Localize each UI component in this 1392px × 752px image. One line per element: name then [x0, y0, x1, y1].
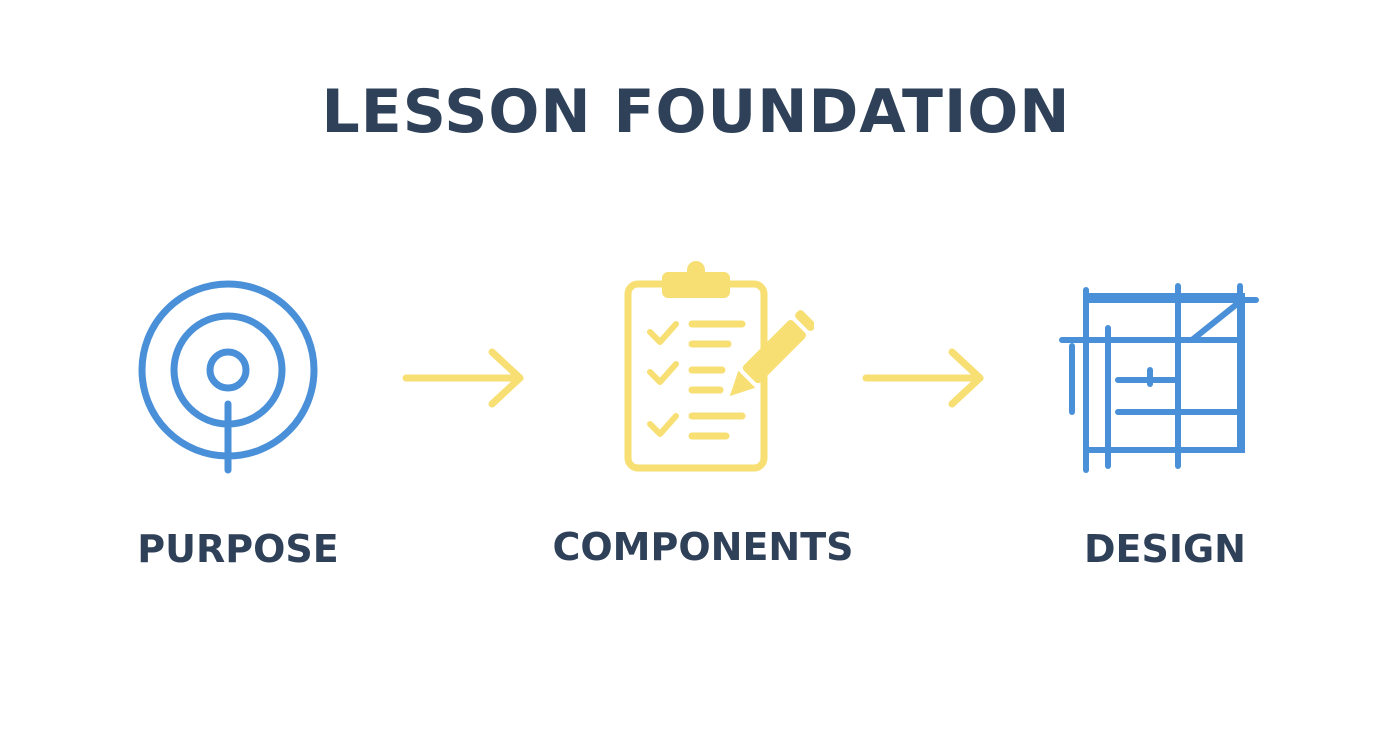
blueprint-grid-icon: [1059, 283, 1259, 473]
clipboard-checklist-icon: [624, 261, 814, 472]
step-label-design: DESIGN: [1083, 527, 1246, 571]
arrow-right-icon: [862, 348, 984, 408]
target-icon: [138, 280, 318, 474]
arrow-right-icon: [402, 348, 524, 408]
diagram-title: LESSON FOUNDATION: [321, 77, 1071, 147]
step-label-purpose: PURPOSE: [137, 527, 339, 571]
step-label-components: COMPONENTS: [552, 525, 854, 569]
